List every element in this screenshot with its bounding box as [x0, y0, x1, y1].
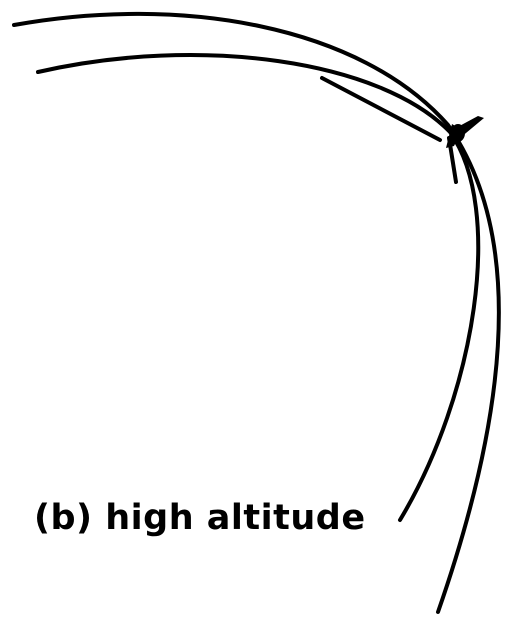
vehicle-marker: [446, 116, 484, 148]
figure-caption: (b) high altitude: [34, 498, 366, 538]
